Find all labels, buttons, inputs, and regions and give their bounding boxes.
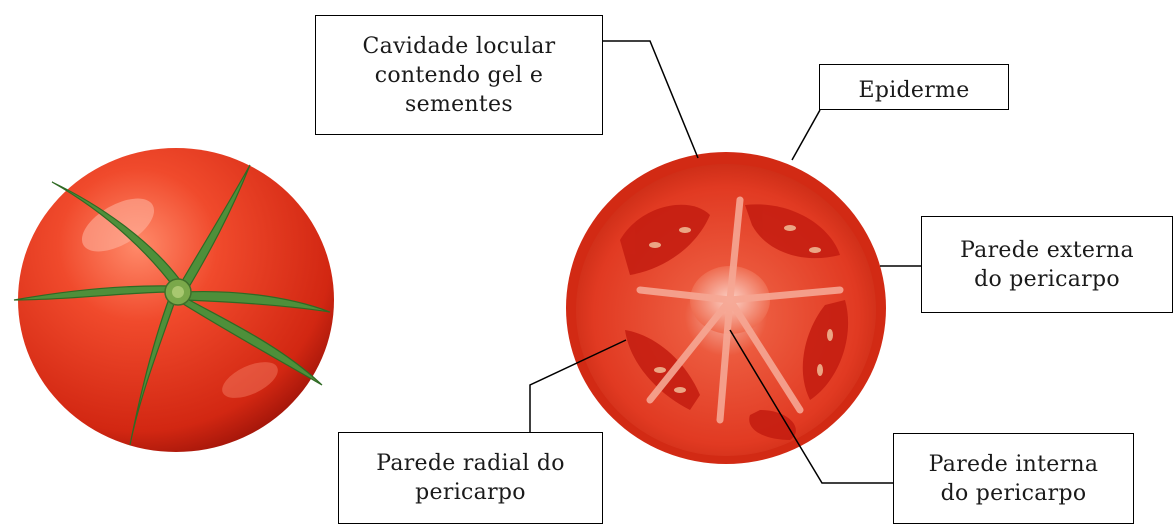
label-parede-interna-line-2: do pericarpo [929,479,1099,508]
label-parede-externa-line-1: Parede externa [960,236,1134,265]
label-parede-interna-line-1: Parede interna [929,450,1099,479]
label-parede-radial-line-1: Parede radial do [376,449,565,478]
label-epiderme-line-1: Epiderme [858,76,969,105]
leader-cavidade [603,41,698,158]
label-cavidade-line-1: Cavidade locular [363,32,556,61]
label-cavidade-line-3: sementes [363,90,556,119]
leader-epiderme [792,110,820,160]
sliced-tomato [566,152,886,464]
label-cavidade-locular: Cavidade locular contendo gel e sementes [315,15,603,135]
label-epiderme: Epiderme [819,64,1009,110]
label-parede-radial-line-2: pericarpo [376,478,565,507]
label-parede-interna: Parede interna do pericarpo [893,433,1134,524]
label-cavidade-line-2: contendo gel e [363,61,556,90]
whole-tomato [14,148,334,452]
label-parede-radial: Parede radial do pericarpo [338,432,603,524]
label-parede-externa-line-2: do pericarpo [960,265,1134,294]
label-parede-externa: Parede externa do pericarpo [921,216,1173,313]
